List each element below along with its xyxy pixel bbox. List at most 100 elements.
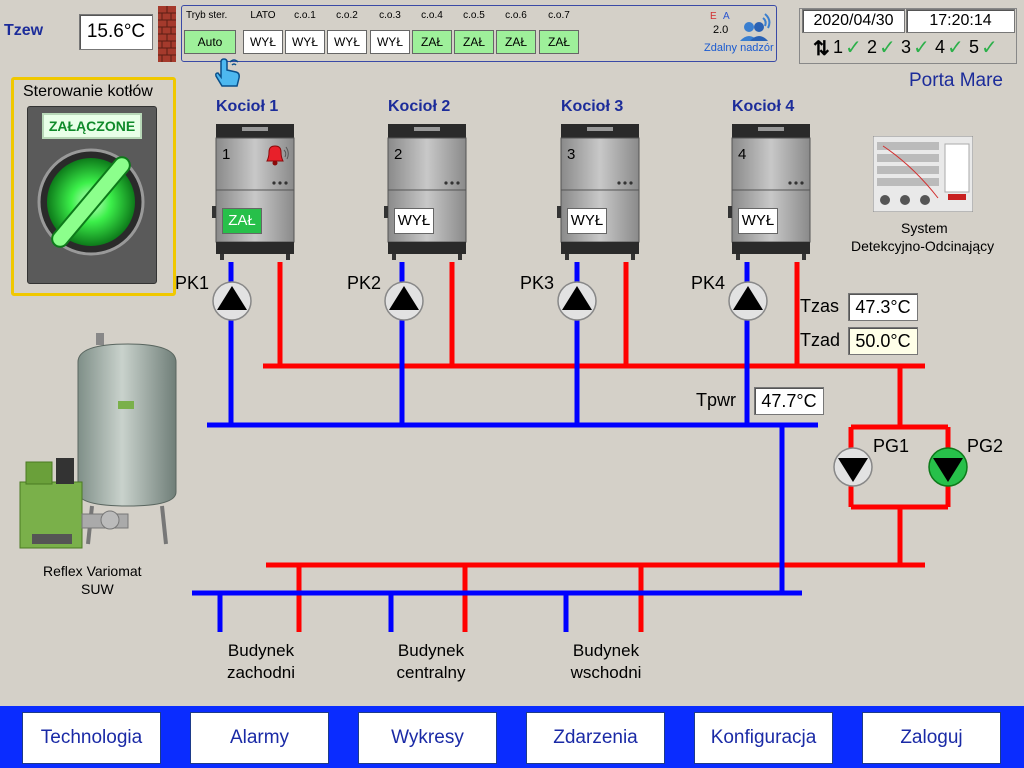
boiler-control-panel [11,77,176,296]
circuit-state-button[interactable]: WYŁ [243,30,283,54]
circuit-state-button[interactable]: ZAŁ [539,30,579,54]
building-name-line1: Budynek [397,641,465,660]
control-state-badge: ZAŁĄCZONE [42,113,142,139]
control-title: Sterowanie kotłów [23,83,153,100]
tzad-label: Tzad [800,330,841,350]
bottom-nav-bar [0,706,1024,768]
boiler-state-indicator: WYŁ [738,208,778,234]
circuit-label: c.o.4 [421,10,443,21]
tzas-value: 47.3°C [848,293,918,321]
boiler-title: Kocioł 2 [388,98,451,115]
tzad-value[interactable]: 50.0°C [848,327,918,355]
boiler-unit[interactable] [557,124,643,260]
power-switch-icon[interactable] [35,140,147,275]
detection-line2: Detekcyjno-Odcinający [851,238,995,254]
boiler-pump-label: PK4 [691,273,726,293]
check-icon: ✓ [845,37,862,59]
remote-supervision-label: Zdalny nadzór [704,42,774,54]
building-name-line2: zachodni [226,663,296,682]
comm-channel-number: 5 [969,37,980,57]
nav-button-zdarzenia[interactable]: Zdarzenia [526,712,665,764]
boiler-state-indicator: WYŁ [394,208,434,234]
reflex-line1: Reflex Variomat [43,563,142,579]
circuit-label: c.o.3 [379,10,401,21]
boiler-pump-icon[interactable] [212,281,252,326]
circuit-label: c.o.7 [548,10,570,21]
brick-wall-icon [158,6,176,62]
boiler-title: Kocioł 1 [216,98,279,115]
remote-supervision-icon[interactable] [737,10,773,47]
circuit-state-button[interactable]: WYŁ [285,30,325,54]
pg2-pump-icon[interactable] [928,447,968,492]
boiler-pump-icon[interactable] [384,281,424,326]
ea-version: 2.0 [713,24,729,36]
circuit-label: c.o.6 [505,10,527,21]
circuit-state-button[interactable]: ZAŁ [496,30,536,54]
ea-e-letter: E [710,11,717,22]
boiler-state-indicator: WYŁ [567,208,607,234]
mode-label: Tryb ster. [186,10,228,21]
boiler-state-indicator: ZAŁ [222,208,262,234]
pg2-label: PG2 [967,436,1004,456]
circuit-label: c.o.2 [336,10,358,21]
site-name: Porta Mare [909,70,1003,91]
detection-system-image[interactable] [872,135,974,213]
boiler-number: 2 [394,146,403,163]
building-name-line1: Budynek [227,641,295,660]
mode-button[interactable]: Auto [184,30,236,54]
circuit-state-button[interactable]: ZAŁ [454,30,494,54]
nav-button-alarmy[interactable]: Alarmy [190,712,329,764]
boiler-title: Kocioł 3 [561,98,624,115]
boiler-unit[interactable] [728,124,814,260]
building-name-line1: Budynek [572,641,640,660]
boiler-pump-label: PK1 [175,273,210,293]
check-icon: ✓ [879,37,896,59]
circuit-state-button[interactable]: WYŁ [327,30,367,54]
boiler-pump-icon[interactable] [728,281,768,326]
circuit-state-button[interactable]: ZAŁ [412,30,452,54]
date-display: 2020/04/30 [802,9,905,33]
comm-channel-number: 1 [833,37,844,57]
boiler-pump-icon[interactable] [557,281,597,326]
circuit-label: c.o.1 [294,10,316,21]
hand-pointer-icon [212,56,244,95]
boiler-pump-label: PK3 [520,273,555,293]
time-display: 17:20:14 [906,9,1015,33]
nav-button-wykresy[interactable]: Wykresy [358,712,497,764]
circuit-state-button[interactable]: WYŁ [370,30,410,54]
alarm-bell-icon[interactable] [262,143,290,172]
nav-button-technologia[interactable]: Technologia [22,712,161,764]
boiler-number: 4 [738,146,747,163]
circuit-label: LATO [250,10,276,21]
nav-button-konfiguracja[interactable]: Konfiguracja [694,712,833,764]
building-name-line2: centralny [396,663,466,682]
boiler-title: Kocioł 4 [732,98,795,115]
boiler-number: 1 [222,146,231,163]
tzew-label: Tzew [4,22,44,39]
circuit-label: c.o.5 [463,10,485,21]
tpwr-value: 47.7°C [754,387,824,415]
tzas-label: Tzas [800,296,840,316]
pg1-label: PG1 [873,436,910,456]
check-icon: ✓ [947,37,964,59]
boiler-number: 3 [567,146,576,163]
comm-channel-number: 2 [867,37,878,57]
reflex-variomat-image[interactable] [16,330,186,552]
building-name-line2: wschodni [570,663,642,682]
comm-arrows-icon: ⇅ [813,38,830,60]
circuit-control-panel [181,5,777,62]
tpwr-label: Tpwr [696,390,736,410]
tzew-value: 15.6°C [79,14,153,50]
boiler-unit[interactable] [384,124,470,260]
reflex-line2: SUW [81,581,114,597]
boiler-pump-label: PK2 [347,273,382,293]
comm-channel-number: 3 [901,37,912,57]
detection-line1: System [901,220,948,236]
pg1-pump-icon[interactable] [833,447,873,492]
nav-button-zaloguj[interactable]: Zaloguj [862,712,1001,764]
ea-a-letter: A [723,11,730,22]
check-icon: ✓ [981,37,998,59]
check-icon: ✓ [913,37,930,59]
comm-channel-number: 4 [935,37,946,57]
